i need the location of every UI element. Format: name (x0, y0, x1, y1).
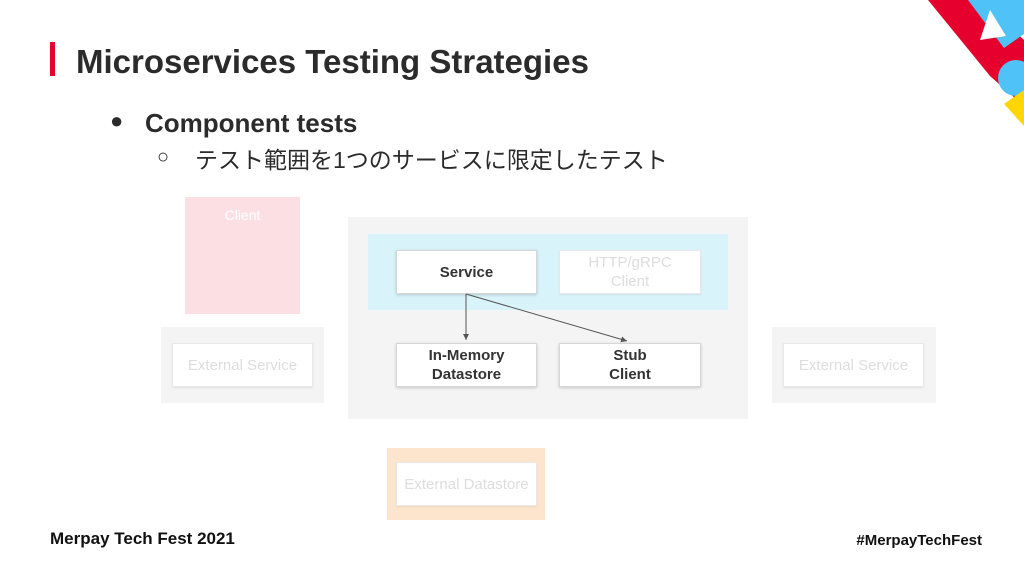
sub-bullet-marker: ○ (157, 146, 170, 168)
external-service-right-node: External Service (783, 343, 924, 387)
http-grpc-client-label: HTTP/gRPC Client (588, 254, 672, 290)
external-service-left-node: External Service (172, 343, 313, 387)
slide-title: Microservices Testing Strategies (76, 43, 589, 80)
in-memory-datastore-node: In-Memory Datastore (396, 343, 537, 387)
http-grpc-client-node: HTTP/gRPC Client (559, 250, 701, 294)
service-node: Service (396, 250, 537, 294)
in-memory-datastore-label: In-Memory Datastore (428, 347, 505, 383)
external-datastore-node: External Datastore (396, 462, 537, 506)
corner-decoration-icon (920, 0, 1024, 126)
stub-client-label: Stub Client (609, 347, 651, 383)
sub-bullet-description: テスト範囲を1つのサービスに限定したテスト (195, 147, 668, 173)
event-name: Merpay Tech Fest 2021 (50, 529, 235, 548)
bullet-marker: ● (110, 108, 124, 133)
event-hashtag: #MerpayTechFest (856, 532, 982, 549)
title-accent-bar (50, 42, 55, 76)
bullet-component-tests: Component tests (145, 108, 358, 138)
client-label: Client (224, 207, 261, 223)
client-region (185, 197, 300, 314)
stub-client-node: Stub Client (559, 343, 701, 387)
